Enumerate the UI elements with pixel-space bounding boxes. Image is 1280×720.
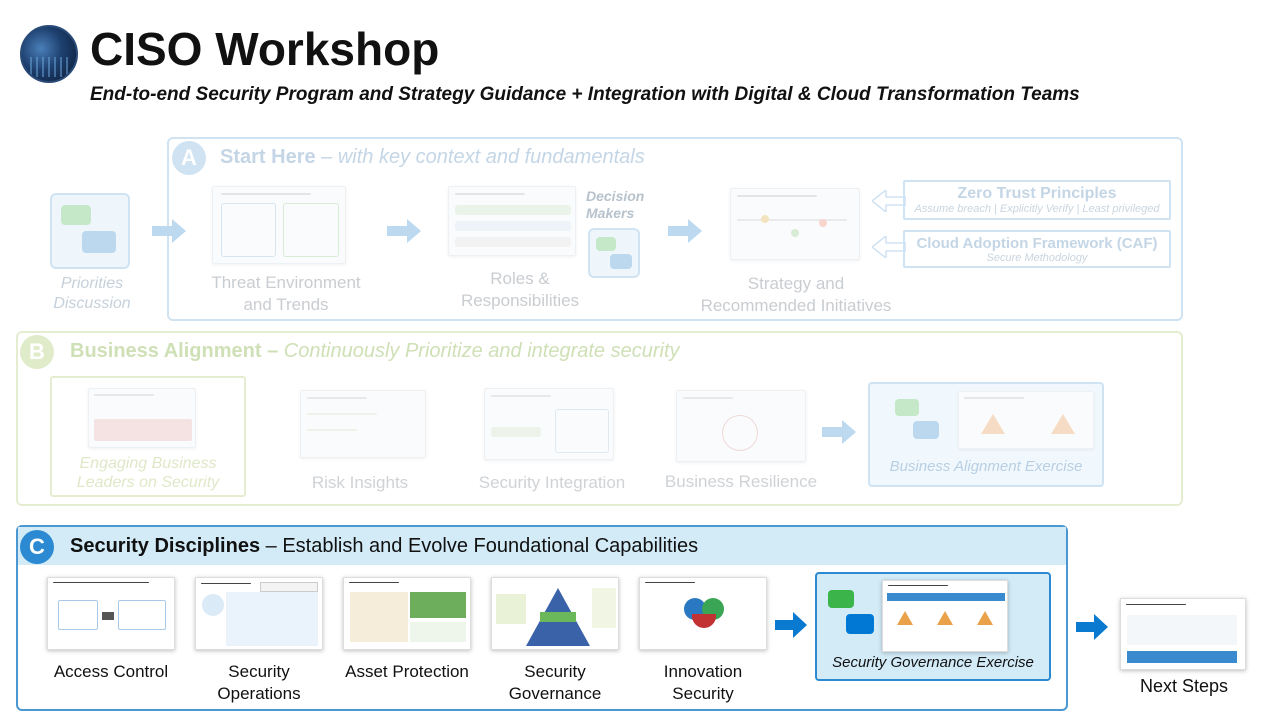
security-governance-label: Security Governance xyxy=(508,662,602,703)
threat-environment-thumbnail xyxy=(212,186,346,264)
arrow-left-icon xyxy=(872,236,906,258)
arrow-icon xyxy=(1076,614,1108,640)
caf-box: Cloud Adoption Framework (CAF) Secure Me… xyxy=(903,230,1171,268)
asset-protection-thumbnail[interactable] xyxy=(343,577,471,650)
next-steps-label: Next Steps xyxy=(1139,676,1229,696)
caf-title: Cloud Adoption Framework (CAF) xyxy=(916,235,1158,252)
security-operations-thumbnail[interactable] xyxy=(195,577,323,650)
risk-insights-label: Risk Insights xyxy=(311,473,409,492)
threat-environment-label: Threat Environment and Trends xyxy=(211,273,361,314)
arrow-icon xyxy=(387,219,421,243)
business-resilience-label: Business Resilience xyxy=(664,472,818,491)
section-c-heading: Security Disciplines – Establish and Evo… xyxy=(70,535,699,557)
innovation-security-label: Innovation Security xyxy=(663,662,743,703)
arrow-icon xyxy=(775,612,807,638)
roles-label: Roles & Responsibilities xyxy=(460,269,580,310)
decision-makers-chat-icon xyxy=(588,228,640,278)
security-governance-thumbnail[interactable] xyxy=(491,577,619,650)
asset-protection-label: Asset Protection xyxy=(345,662,469,681)
innovation-security-thumbnail[interactable] xyxy=(639,577,767,650)
engaging-leaders-label: Engaging Business Leaders on Security xyxy=(76,455,220,491)
engaging-leaders-box xyxy=(50,376,246,497)
arrow-icon xyxy=(152,219,186,243)
strategy-label: Strategy and Recommended Initiatives xyxy=(700,274,892,315)
arrow-icon xyxy=(668,219,702,243)
section-a-heading: Start Here – with key context and fundam… xyxy=(220,146,645,168)
security-governance-exercise-thumbnail xyxy=(882,580,1008,652)
section-a-badge: A xyxy=(172,141,206,175)
business-resilience-thumbnail xyxy=(676,390,806,462)
business-alignment-exercise-label: Business Alignment Exercise xyxy=(889,458,1083,475)
arrow-left-icon xyxy=(872,190,906,212)
next-steps-thumbnail[interactable] xyxy=(1120,598,1246,670)
decision-makers-label: Decision Makers xyxy=(586,188,645,221)
priorities-discussion-label: Priorities Discussion xyxy=(53,275,131,312)
risk-insights-thumbnail xyxy=(300,390,426,458)
roles-thumbnail xyxy=(448,186,576,256)
zero-trust-box: Zero Trust Principles Assume breach | Ex… xyxy=(903,180,1171,220)
access-control-thumbnail[interactable] xyxy=(47,577,175,650)
arrow-icon xyxy=(822,420,856,444)
security-integration-thumbnail xyxy=(484,388,614,460)
zero-trust-subtitle: Assume breach | Explicitly Verify | Leas… xyxy=(914,203,1160,215)
page-title: CISO Workshop xyxy=(90,23,440,75)
security-operations-label: Security Operations xyxy=(217,662,301,703)
priorities-chat-icon xyxy=(50,193,130,269)
page-subtitle: End-to-end Security Program and Strategy… xyxy=(90,84,1080,105)
zero-trust-title: Zero Trust Principles xyxy=(957,185,1117,202)
ciso-logo xyxy=(20,25,78,83)
security-governance-exercise-label: Security Governance Exercise xyxy=(832,654,1034,671)
section-b-heading: Business Alignment – Continuously Priori… xyxy=(70,340,680,362)
business-alignment-exercise-thumbnail xyxy=(958,391,1094,449)
section-b-badge: B xyxy=(20,335,54,369)
section-c-badge: C xyxy=(20,530,54,564)
caf-subtitle: Secure Methodology xyxy=(986,252,1088,264)
section-c-banner xyxy=(18,527,1066,565)
exercise-chat-icon xyxy=(893,397,943,445)
exercise-chat-icon xyxy=(826,588,876,640)
strategy-thumbnail xyxy=(730,188,860,260)
security-integration-label: Security Integration xyxy=(478,473,626,492)
access-control-label: Access Control xyxy=(53,662,169,681)
engaging-leaders-thumbnail xyxy=(88,388,196,448)
